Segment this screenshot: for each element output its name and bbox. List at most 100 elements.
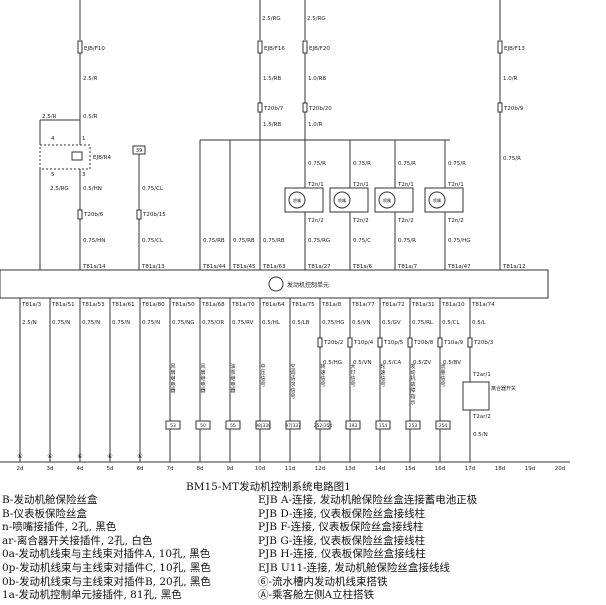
wire-label: 0.5/CA	[383, 360, 401, 366]
wire-label: 0.5/HG	[323, 360, 342, 366]
ecu-label: 发动机控制单元	[287, 281, 329, 289]
injector-icon	[288, 191, 306, 209]
splice-symbol	[317, 337, 323, 348]
wire-label: 0.5/R	[83, 114, 98, 120]
ground-label: 17d	[465, 466, 476, 472]
wire-label: 2.5/R	[42, 114, 57, 120]
pin-label: T81a/72	[381, 302, 405, 308]
pin-label: T81a/10	[441, 302, 465, 308]
tag-box	[132, 145, 146, 155]
wire-label: 0.75/CL	[142, 186, 164, 192]
pin-label: T81a/8	[321, 302, 342, 308]
pin-label: T81a/75	[291, 302, 315, 308]
wire-label: 0.75/CL	[142, 238, 164, 244]
wire-label: 0.75/R	[398, 238, 416, 244]
splice-symbol	[467, 337, 473, 348]
ref-label: 193	[349, 423, 358, 429]
ref-tag	[405, 420, 421, 430]
splice-symbol	[77, 209, 83, 220]
wire-label: 0.75/R	[308, 161, 326, 167]
ref-tag	[345, 420, 361, 430]
ground-label: 2d	[17, 466, 24, 472]
splice-label: T20b/2	[323, 340, 343, 346]
wire-label: 1.0/RB	[308, 76, 326, 82]
wire-label: 2.5/RG	[50, 186, 69, 192]
ground-label: 13d	[345, 466, 356, 472]
legend-right-item: PJB F-连接, 仪表板保险丝盒接线柱	[258, 521, 424, 534]
ground-label: 6d	[137, 466, 144, 472]
relay-pin: 5	[51, 172, 55, 178]
pin-label: T81a/53	[81, 302, 105, 308]
splice-symbol	[407, 337, 413, 348]
signal-label: 继	[170, 375, 175, 382]
injector-pin: T2n/1	[307, 182, 324, 188]
fuse-label: EJB/F16	[264, 46, 285, 52]
injector-label: 喷嘴	[383, 197, 391, 203]
ground-label: 5d	[107, 466, 114, 472]
pin-label: T81a/13	[141, 264, 165, 270]
ref-tag	[165, 420, 181, 430]
signal-label: 示	[410, 400, 415, 406]
signal-label: 风	[170, 364, 175, 370]
wire-label: 0.75/HN	[83, 238, 105, 244]
wire-label: 0.75/RL	[412, 320, 434, 326]
pin-label: T81a/61	[111, 302, 135, 308]
signal-label: 继	[230, 375, 235, 382]
signal-label: 中	[260, 363, 265, 370]
ground-label: 20d	[555, 466, 566, 472]
splice-label: T10a/9	[443, 340, 464, 346]
injector-icon	[378, 191, 396, 209]
signal-label: 流	[440, 363, 445, 370]
pin-label: T81a/44	[202, 264, 226, 270]
signal-label: 故	[410, 381, 415, 388]
signal-label: 速	[380, 370, 385, 376]
ground-label: 7d	[167, 466, 174, 472]
injector-pin: T2n/2	[307, 218, 324, 224]
pin-label: T81a/50	[171, 302, 195, 308]
splice-label: T20b/9	[503, 106, 524, 112]
injector-label: 喷嘴	[293, 197, 301, 203]
injector-pin: T2n/1	[447, 182, 464, 188]
wire-label: 0.75/HG	[448, 238, 471, 244]
pin-label: T81a/70	[231, 302, 255, 308]
fuse-label: EJB/F20	[309, 46, 330, 52]
signal-label: 号	[350, 382, 355, 388]
wire-label: 0.5/HL	[262, 320, 281, 326]
signal-label: 调	[290, 369, 295, 376]
relay-label: EJB/R4	[93, 155, 112, 161]
pin-label: T81a/80	[141, 302, 165, 308]
ground-label: 10d	[255, 466, 266, 472]
legend-right-item: Ⓐ-乘客舱左侧A立柱搭铁	[258, 589, 375, 602]
fuse-symbol	[302, 40, 308, 54]
signal-label: 泵	[230, 370, 235, 376]
pin-label: T81a/68	[201, 302, 225, 308]
signal-label: 大	[350, 363, 355, 370]
pin-label: T81a/63	[262, 264, 286, 270]
ground-symbol: ⑥	[107, 453, 112, 460]
signal-label: 空	[290, 363, 295, 370]
signal-label: 量	[440, 369, 445, 376]
wire-label: 2.5/N	[22, 320, 37, 326]
pin-label: T81a/45	[232, 264, 256, 270]
ground-symbol: ⑥	[47, 453, 52, 460]
fuse-label: EJB/F10	[84, 46, 105, 52]
signal-label: 继	[200, 375, 205, 382]
ref-label: 97|337	[285, 423, 301, 429]
pin-label: T81a/12	[502, 264, 526, 270]
signal-label: 号	[290, 394, 295, 400]
splice-label: T20b/7	[263, 106, 284, 112]
fuse-symbol	[257, 40, 263, 54]
wire-label: 0.75/C	[353, 238, 371, 244]
splice-symbol	[377, 337, 383, 348]
wire-label: 1.0/R	[308, 122, 323, 128]
signal-label: 轮	[380, 363, 385, 370]
legend-right-item: ⑥-流水槽内发动机线束搭铁	[258, 575, 388, 588]
signal-label: 信	[290, 387, 295, 394]
signal-label: 信	[380, 375, 385, 382]
diagram-title: BM15-MT发动机控制系统电路图1	[186, 481, 351, 493]
splice-symbol	[347, 337, 353, 348]
wire-label: 0.75/N	[112, 320, 130, 326]
ref-label: 154	[379, 423, 388, 429]
clutch-switch	[462, 381, 490, 411]
